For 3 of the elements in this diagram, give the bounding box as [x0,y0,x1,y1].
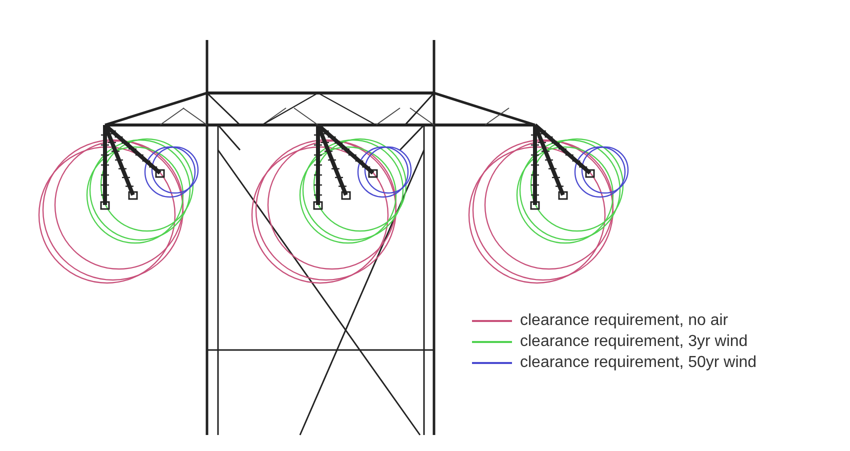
legend-text: clearance requirement, 50yr wind [520,354,757,372]
legend-text: clearance requirement, 3yr wind [520,332,748,350]
legend-text: clearance requirement, no air [520,312,728,330]
